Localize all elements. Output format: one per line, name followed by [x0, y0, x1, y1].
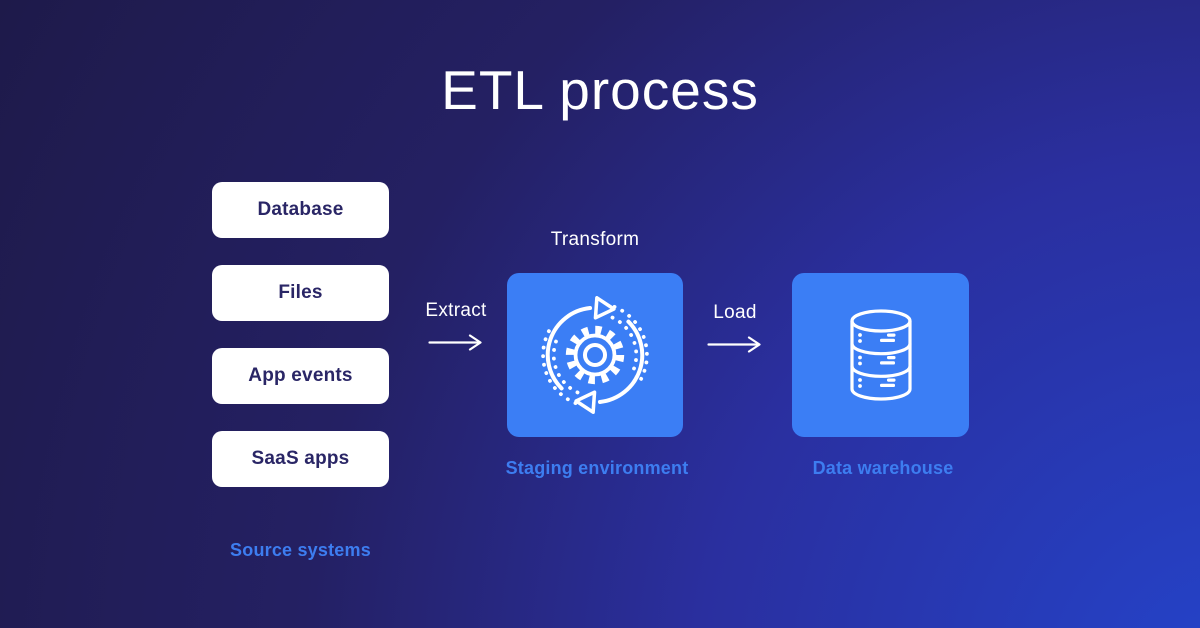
- load-step: Load: [685, 302, 785, 353]
- source-systems-caption: Source systems: [230, 540, 371, 560]
- sync-gear-icon: [541, 296, 649, 414]
- right-arrow-icon: [428, 334, 482, 351]
- source-box-files-label: Files: [278, 282, 323, 303]
- source-box-saas-apps-label: SaaS apps: [251, 448, 350, 469]
- database-icon: [849, 309, 912, 401]
- source-box-database-label: Database: [257, 199, 344, 220]
- source-box-app-events-label: App events: [248, 365, 353, 386]
- staging-panel: [507, 273, 683, 437]
- page-title: ETL process: [441, 59, 759, 121]
- load-label: Load: [713, 302, 757, 323]
- source-box-files: Files: [212, 265, 389, 321]
- transform-label: Transform: [550, 229, 640, 250]
- source-box-app-events: App events: [212, 348, 389, 404]
- source-box-saas-apps: SaaS apps: [212, 431, 389, 487]
- warehouse-panel: [792, 273, 969, 437]
- extract-label: Extract: [425, 300, 487, 321]
- extract-step: Extract: [406, 300, 506, 351]
- warehouse-caption: Data warehouse: [812, 458, 954, 478]
- source-systems-group: Database Files App events SaaS apps Sour…: [212, 182, 389, 561]
- source-box-database: Database: [212, 182, 389, 238]
- right-arrow-icon: [707, 336, 761, 353]
- staging-caption: Staging environment: [505, 458, 689, 478]
